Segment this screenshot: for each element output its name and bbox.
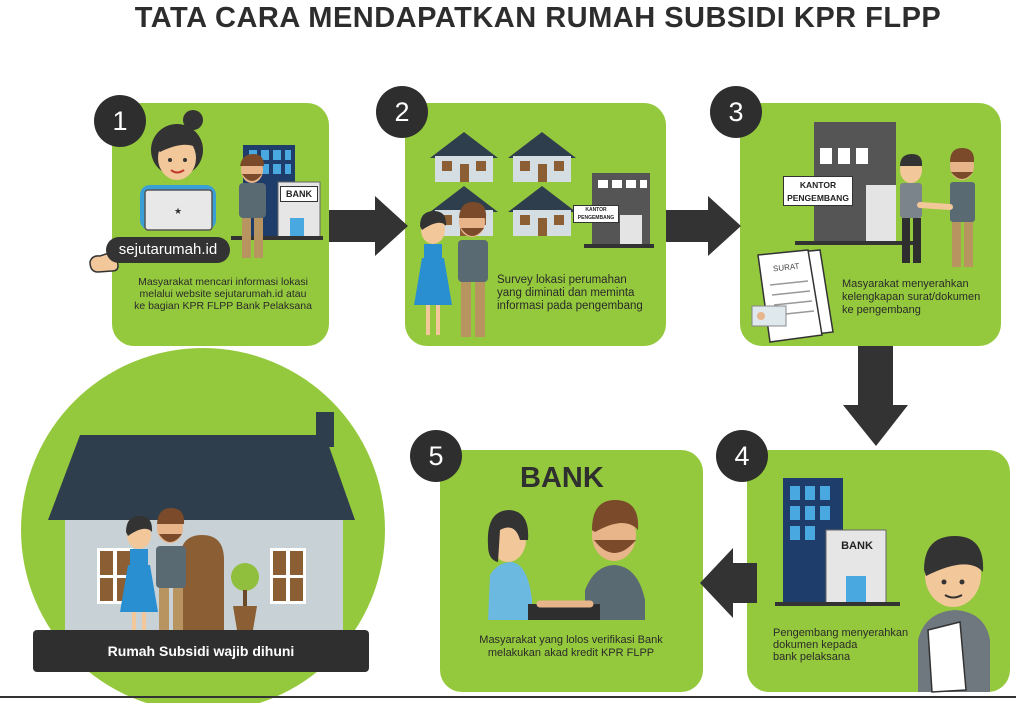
step-2-badge: 2 — [376, 86, 428, 138]
developer-person-icon — [918, 536, 990, 693]
document-icon — [751, 249, 834, 343]
step-4-badge: 4 — [716, 430, 768, 482]
page-title: TATA CARA MENDAPATKAN RUMAH SUBSIDI KPR … — [134, 2, 942, 34]
arrow-right-icon — [329, 196, 408, 256]
subsidized-house-icon — [48, 412, 355, 632]
plant-icon — [231, 563, 259, 630]
man-standing-icon — [239, 154, 266, 258]
arrow-down-icon — [843, 346, 908, 446]
svg-text:★: ★ — [174, 207, 182, 217]
bottom-divider — [0, 696, 1016, 698]
arrow-right-icon — [666, 196, 741, 256]
step-3-badge: 3 — [710, 86, 762, 138]
final-house-label: Rumah Subsidi wajib dihuni — [33, 630, 369, 672]
couple-icon — [414, 202, 488, 337]
bank-meeting-icon — [487, 500, 645, 620]
developer-office-icon — [795, 122, 915, 245]
step-3-caption: Masyarakat menyerahkan kelengkapan surat… — [842, 278, 981, 316]
step-5-badge: 5 — [410, 430, 462, 482]
website-url-label: sejutarumah.id — [106, 237, 230, 263]
developer-office-icon — [584, 173, 654, 248]
woman-at-laptop-icon: ★ — [140, 110, 216, 231]
handshake-icon — [900, 148, 975, 267]
bank-sign: BANK — [841, 540, 873, 552]
step-5-caption: Masyarakat yang lolos verifikasi Bank me… — [479, 634, 663, 659]
step-2-caption: Survey lokasi perumahan yang diminati da… — [497, 274, 643, 312]
bank-building-icon — [775, 478, 900, 606]
step-1-badge: 1 — [94, 95, 146, 147]
bank-heading: BANK — [520, 462, 604, 494]
houses-icon — [430, 132, 576, 236]
couple-icon — [120, 508, 186, 632]
developer-office-sign: KANTOR PENGEMBANG — [783, 176, 853, 206]
arrow-left-icon — [700, 548, 757, 618]
window-icon — [270, 548, 306, 604]
step-4-caption: Pengembang menyerahkan dokumen kepada ba… — [773, 627, 909, 663]
step-5-panel — [440, 450, 703, 692]
developer-office-sign: KANTOR PENGEMBANG — [573, 205, 619, 223]
step-1-caption: Masyarakat mencari informasi lokasi mela… — [134, 276, 312, 312]
bank-sign: BANK — [280, 186, 318, 202]
